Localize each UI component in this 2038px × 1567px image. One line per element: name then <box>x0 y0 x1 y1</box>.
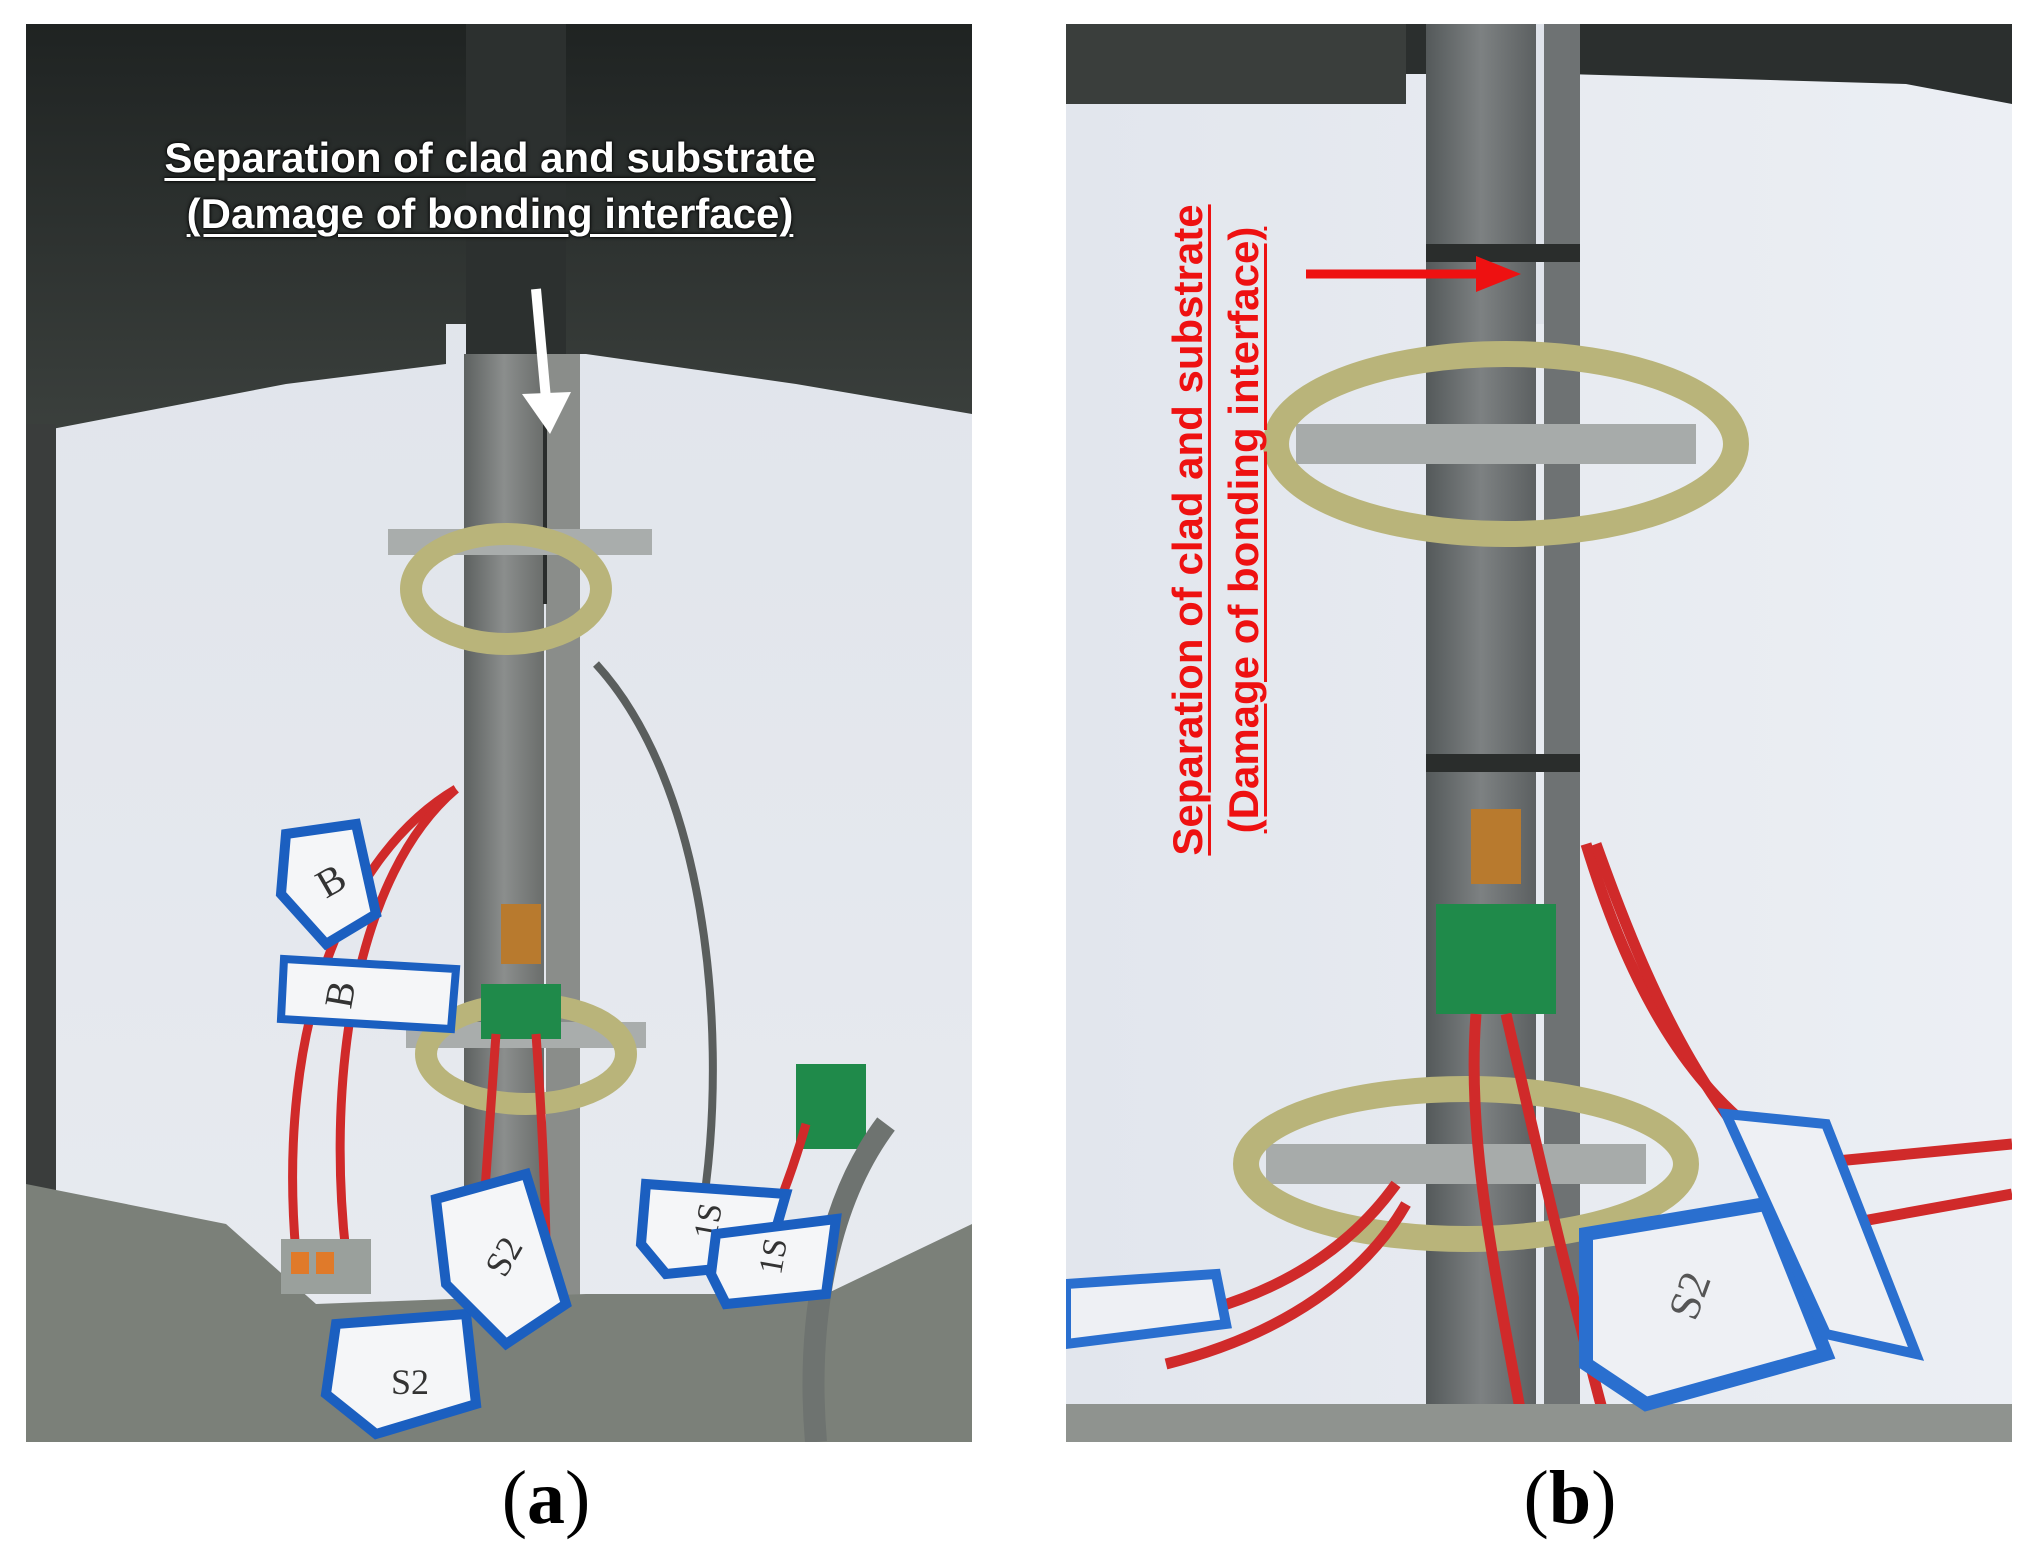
annotation-b-line1: Separation of clad and substrate <box>1164 204 1211 856</box>
annotation-a: Separation of clad and substrate (Damage… <box>0 130 980 242</box>
photo-panel-a: B B S2 S2 1S 1S <box>26 24 972 1442</box>
arrow-indicator <box>1306 256 1521 292</box>
annotation-a-line1: Separation of clad and substrate <box>164 134 816 181</box>
terminal-board <box>481 984 561 1039</box>
label-tag <box>1066 1268 1232 1350</box>
upper-clamp-plate <box>1296 424 1696 464</box>
label-tag: B <box>275 818 382 951</box>
grip-left <box>1066 24 1406 104</box>
strain-gauge <box>501 904 541 964</box>
bottom-fixture <box>1066 1404 2012 1442</box>
label-tag: B <box>276 954 461 1034</box>
strain-gauge <box>1471 809 1521 884</box>
red-wire <box>1468 1013 1532 1442</box>
terminal-board <box>1436 904 1556 1014</box>
label-tag: 1S <box>705 1213 842 1310</box>
lower-rubber-band <box>1233 1076 1699 1252</box>
red-wire <box>1164 1201 1411 1370</box>
spare-board <box>796 1064 866 1149</box>
upper-rubber-band <box>1263 341 1749 547</box>
photo-b-scene: S2 <box>1066 24 2012 1442</box>
photo-panel-b: S2 <box>1066 24 2012 1442</box>
connector-lever <box>316 1252 334 1274</box>
photo-a-scene: B B S2 S2 1S 1S <box>26 24 972 1442</box>
upper-rubber-band <box>400 523 612 655</box>
label-tag: S2 <box>320 1308 482 1440</box>
annotation-b-line2: (Damage of bonding interface) <box>1220 226 1267 834</box>
label-tag: S2 <box>1579 1196 1836 1412</box>
label-tag <box>1717 1108 1925 1361</box>
marker-line <box>1426 754 1580 772</box>
arrow-indicator <box>522 288 571 434</box>
tag-label: S2 <box>391 1362 429 1402</box>
separation-gap <box>1536 24 1544 324</box>
annotation-b: Separation of clad and substrate (Damage… <box>1160 140 1272 920</box>
caption-b: (b) <box>1523 1456 1617 1540</box>
connector-lever <box>291 1252 309 1274</box>
label-tag: S2 <box>430 1167 572 1351</box>
gray-cable <box>593 661 717 1185</box>
annotation-a-line2: (Damage of bonding interface) <box>186 190 794 237</box>
tag-label: 1S <box>752 1235 795 1277</box>
lower-clamp-plate <box>1266 1144 1646 1184</box>
left-frame <box>26 424 56 1204</box>
marker-line <box>1426 244 1580 262</box>
grip-jaw <box>466 24 566 364</box>
separation-gap <box>543 354 547 604</box>
caption-a: (a) <box>501 1456 591 1540</box>
